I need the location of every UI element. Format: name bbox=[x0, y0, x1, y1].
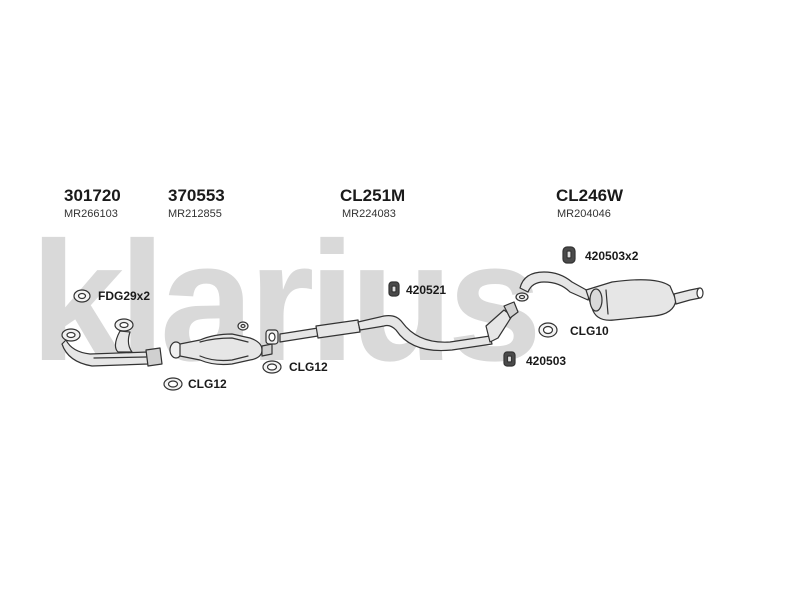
gasket-icon bbox=[237, 321, 249, 331]
label-clamp-catalyst: CLG12 bbox=[188, 377, 227, 391]
gasket-icon bbox=[73, 289, 91, 303]
part-number-middle-silencer: CL251M bbox=[340, 186, 406, 205]
oem-number-downpipe: MR266103 bbox=[64, 208, 118, 220]
label-clamp-rear: CLG10 bbox=[570, 324, 609, 338]
hanger-icon bbox=[503, 351, 516, 367]
label-clamp-middle: CLG12 bbox=[289, 360, 328, 374]
rear-silencer-part bbox=[519, 271, 704, 321]
part-number-catalyst: 370553 bbox=[168, 186, 225, 205]
label-hanger-rear-top: 420503x2 bbox=[585, 249, 639, 263]
label-hanger-middle: 420521 bbox=[406, 283, 447, 297]
oem-number-middle-silencer: MR224083 bbox=[342, 208, 396, 220]
part-number-downpipe: 301720 bbox=[64, 186, 121, 205]
hanger-icon bbox=[562, 246, 576, 264]
downpipe-part bbox=[61, 318, 163, 367]
hanger-icon bbox=[388, 281, 400, 297]
clamp-icon bbox=[163, 377, 183, 391]
label-hanger-rear-bottom: 420503 bbox=[526, 354, 567, 368]
clamp-icon bbox=[538, 322, 558, 338]
gasket-icon bbox=[515, 292, 529, 302]
label-gasket-front: FDG29x2 bbox=[98, 289, 151, 303]
middle-pipe-part bbox=[279, 301, 519, 352]
clamp-icon bbox=[262, 360, 282, 374]
part-number-rear-silencer: CL246W bbox=[556, 186, 624, 205]
catalyst-part bbox=[169, 333, 273, 366]
oem-number-rear-silencer: MR204046 bbox=[557, 208, 611, 220]
clamp-icon bbox=[265, 329, 279, 345]
oem-number-catalyst: MR212855 bbox=[168, 208, 222, 220]
